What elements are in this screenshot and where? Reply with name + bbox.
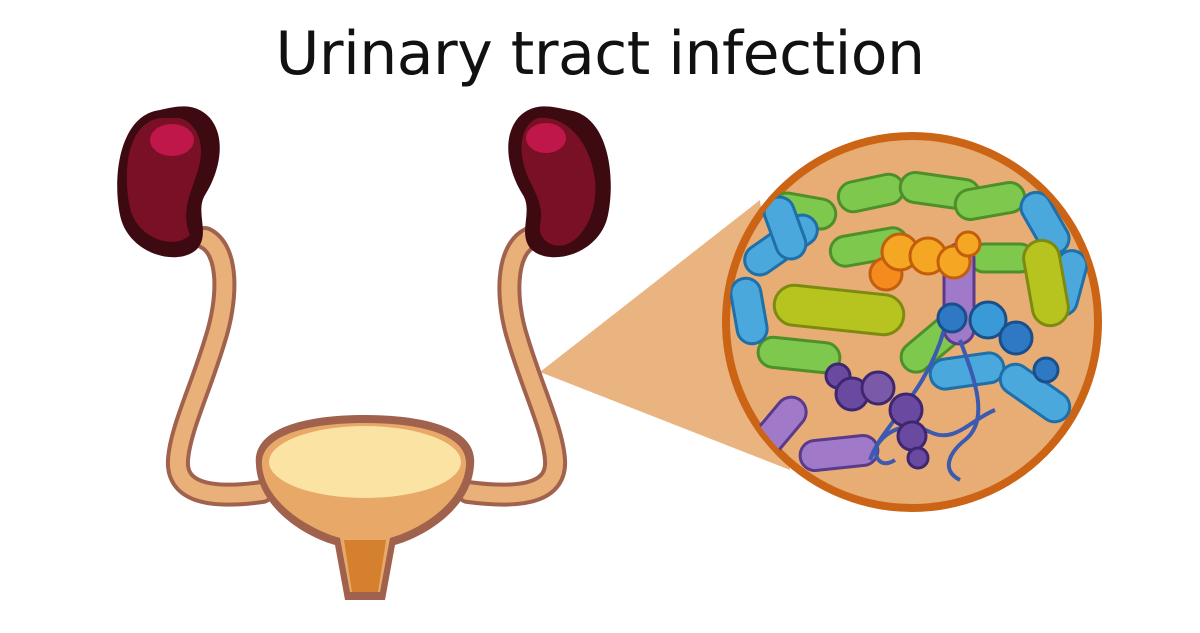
- bladder-icon: [255, 415, 475, 600]
- zoom-cone: [540, 200, 790, 470]
- magnified-bacteria-icon: [722, 132, 1102, 512]
- kidney-right-icon: [508, 106, 611, 258]
- kidney-left-icon: [117, 106, 220, 258]
- page-title: Urinary tract infection: [275, 19, 926, 89]
